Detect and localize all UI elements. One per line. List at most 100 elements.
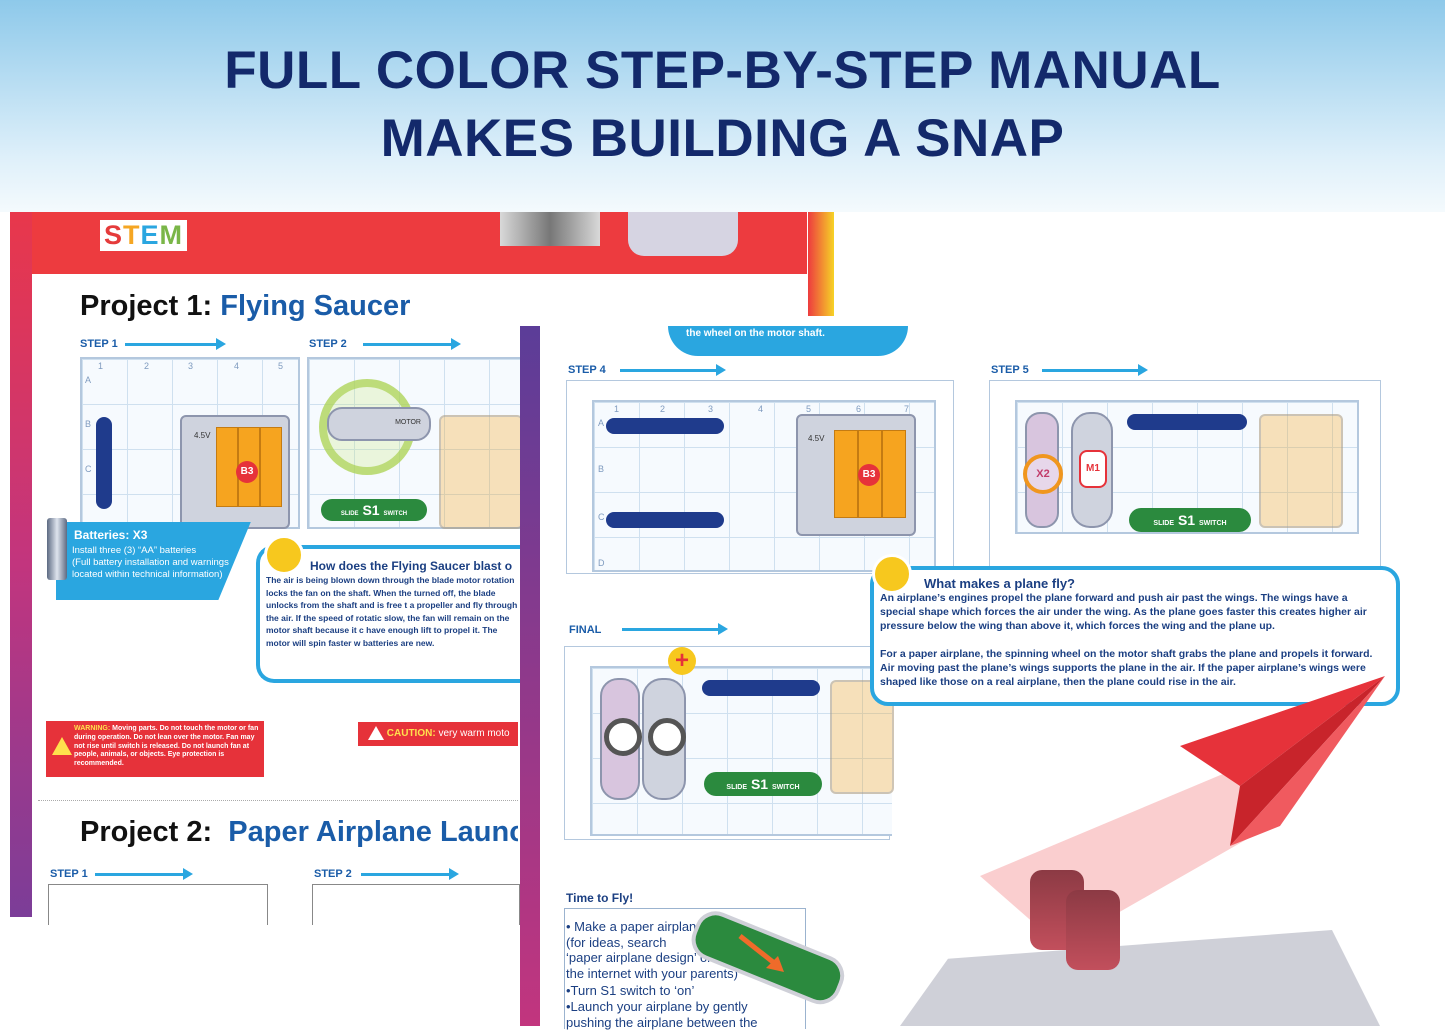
battery-cell	[834, 430, 858, 518]
page-header-accent	[808, 212, 834, 316]
col-1: 1	[614, 404, 620, 414]
motor-piece: M1	[1071, 412, 1113, 528]
col-2: 2	[660, 404, 666, 414]
paper-airplane-icon	[1180, 676, 1385, 786]
battery-label: B3	[858, 464, 880, 486]
step-1-board: 1 2 3 4 5 A B C 4.5V B3	[80, 357, 300, 529]
top-callout: the wheel on the motor shaft.	[668, 326, 908, 356]
row-c: C	[598, 512, 605, 522]
col-1: 1	[98, 361, 104, 371]
wheel-icon	[648, 718, 686, 756]
add-icon: +	[668, 647, 696, 675]
row-b: B	[598, 464, 605, 474]
battery-cell	[260, 427, 282, 507]
slide-switch: SLIDE S1 SWITCH	[321, 499, 427, 521]
bubble-text: The air is being blown down through the …	[266, 575, 518, 648]
plane-bubble-title: What makes a plane fly?	[924, 576, 1075, 591]
step-2-arrow	[363, 338, 461, 350]
divider	[38, 800, 518, 801]
header-banner: FULL COLOR STEP-BY-STEP MANUAL MAKES BUI…	[0, 0, 1445, 212]
p2-step-2-label: STEP 2	[314, 868, 352, 880]
step-1-label: STEP 1	[80, 338, 118, 350]
step-5-label: STEP 5	[991, 364, 1029, 376]
wire-piece	[606, 512, 724, 528]
aa-battery-icon	[47, 518, 67, 580]
project-1-title: Project 1: Flying Saucer	[80, 290, 411, 322]
flying-saucer-bubble: How does the Flying Saucer blast o The a…	[256, 545, 530, 683]
plane-bubble-para-2: For a paper airplane, the spinning wheel…	[880, 648, 1373, 688]
p2-step-1-label: STEP 1	[50, 868, 88, 880]
caution-box: CAUTION: very warm moto	[358, 722, 518, 746]
step-2-board: MOTOR SLIDE S1 SWITCH	[307, 357, 523, 529]
row-b: B	[85, 419, 92, 429]
lightbulb-icon	[264, 535, 304, 575]
battery-label: B3	[236, 461, 258, 483]
battery-holder-faded	[1259, 414, 1343, 528]
batteries-callout: Batteries: X3 Install three (3) “AA” bat…	[56, 522, 254, 600]
wire-piece	[96, 417, 112, 509]
lightbulb-icon	[872, 554, 912, 594]
batteries-title: Batteries: X3	[74, 528, 148, 542]
battery-holder: 4.5V B3	[180, 415, 290, 529]
banner-line-1: FULL COLOR STEP-BY-STEP MANUAL	[224, 41, 1221, 100]
plane-bubble: What makes a plane fly? An airplane’s en…	[870, 566, 1400, 706]
step-4-label: STEP 4	[568, 364, 606, 376]
battery-holder-faded	[439, 415, 523, 529]
final-board: SLIDE S1 SWITCH	[590, 666, 894, 836]
slide-switch: SLIDE S1 SWITCH	[1129, 508, 1251, 532]
banner-line-2: MAKES BUILDING A SNAP	[380, 109, 1065, 168]
slide-switch: SLIDE S1 SWITCH	[704, 772, 822, 796]
battery-voltage: 4.5V	[808, 434, 825, 443]
warning-text: WARNING: Moving parts. Do not touch the …	[74, 725, 259, 767]
p2-step-1-board	[48, 884, 268, 925]
step-5-board: X2 M1 SLIDE S1 SWITCH	[1015, 400, 1359, 534]
battery-voltage: 4.5V	[194, 431, 211, 440]
p2-step-2-arrow	[361, 868, 459, 880]
air-trail	[980, 771, 1270, 946]
motor-label: MOTOR	[395, 419, 421, 426]
p2-step-1-arrow	[95, 868, 193, 880]
direction-arrow-icon	[738, 934, 784, 972]
free-wheeler-piece	[600, 678, 642, 800]
project-2-title: Project 2: Paper Airplane Launcl	[80, 816, 518, 848]
row-d: D	[598, 558, 605, 568]
step-4-board: A B C D 1 2 3 4 5 6 7 4.5V B3	[592, 400, 936, 572]
step-4-frame	[566, 380, 954, 574]
battery-cell	[882, 430, 906, 518]
step-4-arrow	[620, 364, 726, 376]
p2-step-2-board	[312, 884, 520, 925]
battery-holder: 4.5V B3	[796, 414, 916, 536]
stem-logo: STEM	[100, 220, 188, 251]
col-7: 7	[904, 404, 910, 414]
wheel-icon	[604, 718, 642, 756]
col-3: 3	[188, 361, 194, 371]
motor-piece: MOTOR	[327, 407, 431, 441]
col-6: 6	[856, 404, 862, 414]
free-wheeler-piece: X2	[1023, 412, 1063, 528]
col-5: 5	[806, 404, 812, 414]
launcher-wheel	[1066, 890, 1120, 970]
time-to-fly-text: • Make a paper airplane (for ideas, sear…	[566, 919, 758, 1030]
col-2: 2	[144, 361, 150, 371]
battery-cell	[216, 427, 238, 507]
product-photo-strip-2	[628, 212, 738, 256]
col-3: 3	[708, 404, 714, 414]
caution-icon	[368, 726, 384, 741]
step-2-label: STEP 2	[309, 338, 347, 350]
row-a: A	[85, 375, 92, 385]
batteries-text: Install three (3) “AA” batteries (Full b…	[72, 545, 229, 580]
wire-piece	[702, 680, 820, 696]
motor-piece	[642, 678, 686, 800]
warning-icon	[52, 737, 72, 755]
x2-label: X2	[1023, 454, 1063, 494]
wire-piece	[1127, 414, 1247, 430]
row-a: A	[598, 418, 605, 428]
row-c: C	[85, 464, 92, 474]
col-4: 4	[234, 361, 240, 371]
step-5-arrow	[1042, 364, 1148, 376]
m1-label: M1	[1079, 450, 1107, 488]
time-to-fly-title: Time to Fly!	[566, 891, 634, 905]
plane-bubble-para-1: An airplane’s engines propel the plane f…	[880, 592, 1367, 632]
final-arrow	[622, 623, 728, 635]
product-photo-strip	[500, 212, 600, 246]
